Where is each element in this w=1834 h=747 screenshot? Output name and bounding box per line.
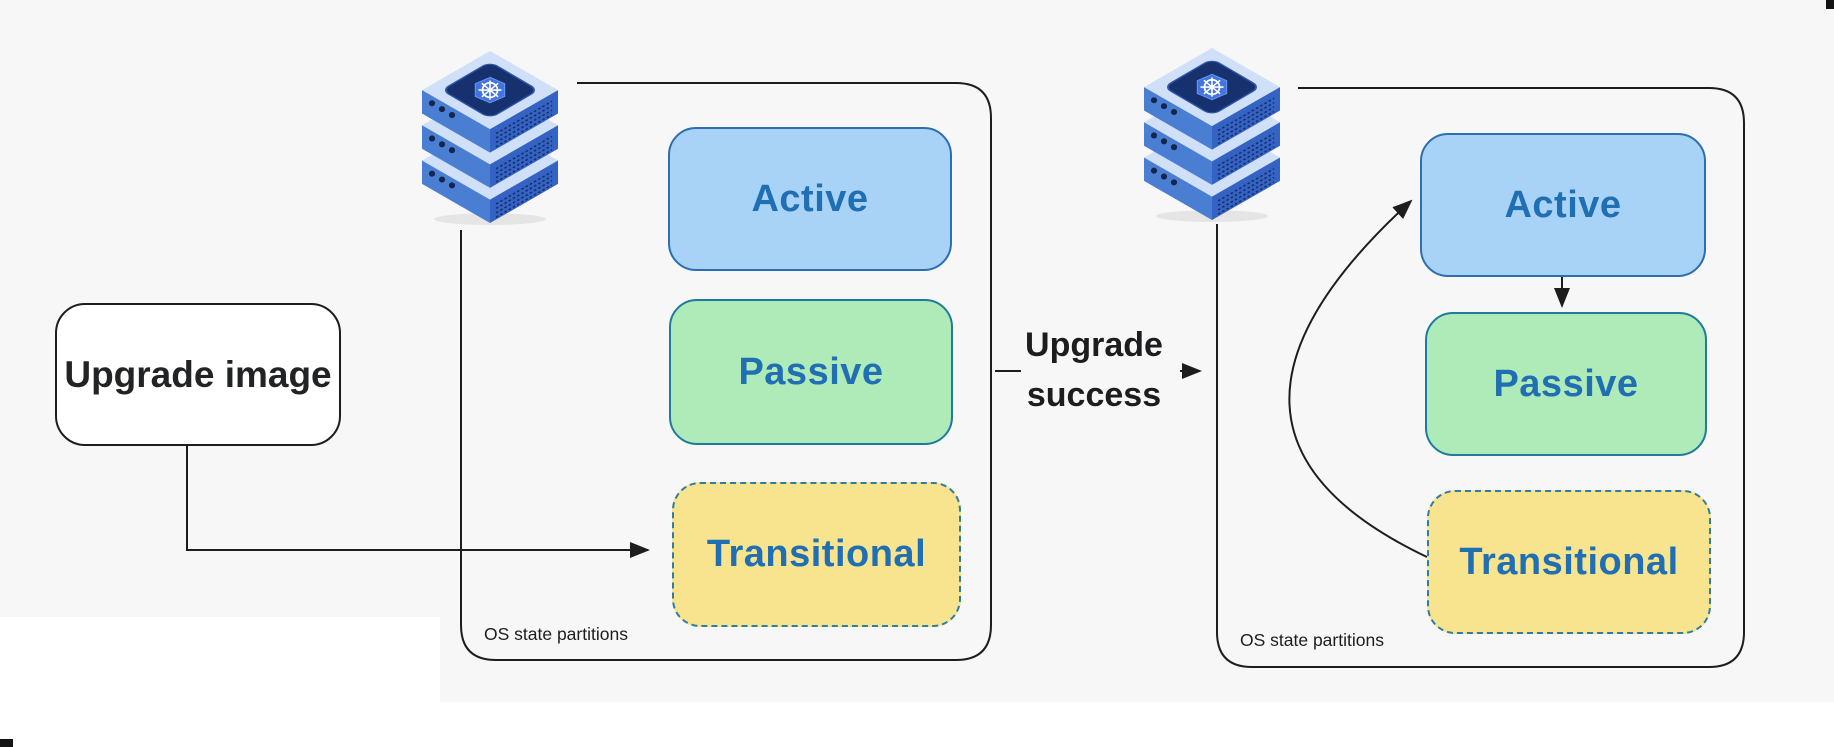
kubernetes-server-stack-icon [1139,46,1289,222]
corner-artifact-bottom-left [0,739,13,747]
left-partition-passive: Passive [669,299,953,445]
upgrade-success-line1: Upgrade [1025,326,1163,364]
right-cluster-caption: OS state partitions [1240,630,1384,650]
upgrade-image-label: Upgrade image [64,353,332,395]
partition-label: Active [1504,183,1622,226]
right-partition-passive: Passive [1425,312,1707,456]
partition-label: Transitional [706,533,927,575]
left-cluster-frame [460,82,992,661]
right-partition-transitional: Transitional [1427,490,1711,634]
left-partition-transitional: Transitional [672,482,961,627]
upgrade-image-node: Upgrade image [55,303,341,446]
right-partition-active: Active [1420,133,1706,277]
upgrade-success-line2: success [1026,376,1162,414]
corner-artifact-top-right [1826,0,1834,9]
partition-label: Passive [738,350,884,393]
canvas-margin [0,702,1834,747]
right-cluster-frame [1216,87,1745,668]
partition-label: Active [751,177,869,220]
left-cluster-caption: OS state partitions [484,624,628,644]
arrow-transitional-to-active [1288,199,1428,558]
left-partition-active: Active [668,127,952,271]
partition-label: Passive [1493,362,1639,405]
kubernetes-server-stack-icon [417,49,567,225]
partition-label: Transitional [1459,540,1679,583]
upgrade-success-label: Upgrade success [954,320,1234,420]
arrow-upgrade-image-to-transitional [186,445,650,558]
